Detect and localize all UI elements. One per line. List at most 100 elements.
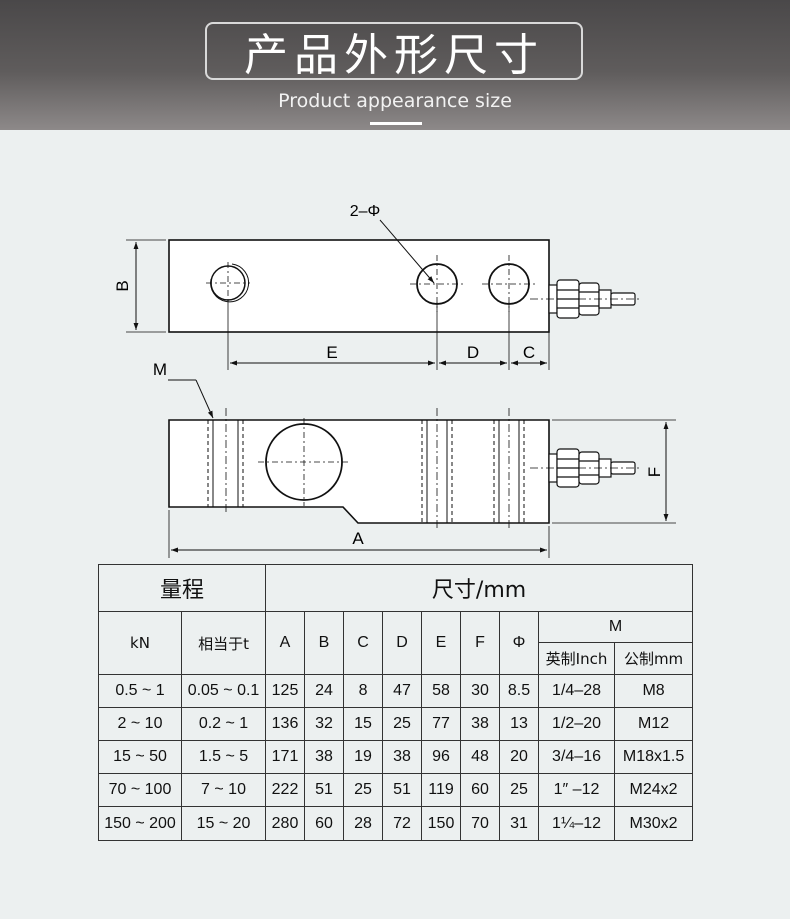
- side-large-hole: [258, 418, 350, 506]
- table-row: 0.5 ~ 1 0.05 ~ 0.1 125 24 8 47 58 30 8.5…: [98, 674, 694, 708]
- cell: 0.05 ~ 0.1: [180, 674, 267, 708]
- top-body: [168, 239, 550, 333]
- title-underline: [370, 122, 422, 125]
- cell: 60: [460, 773, 501, 807]
- cell: 31: [499, 806, 540, 841]
- cell: 119: [421, 773, 462, 807]
- cell: 51: [382, 773, 423, 807]
- cell: 150: [421, 806, 462, 841]
- top-view: 2–Φ B E D C: [113, 203, 642, 370]
- dims-header: 尺寸/mm: [265, 564, 694, 612]
- cell: 15 ~ 50: [98, 740, 182, 774]
- cell: 32: [304, 707, 345, 741]
- side-mount-hole-1: [421, 408, 453, 530]
- cell: 136: [265, 707, 306, 741]
- cell: 8: [343, 674, 384, 708]
- cell: 38: [304, 740, 345, 774]
- tonne-header: 相当于t: [180, 611, 267, 675]
- hole-leader: [379, 219, 435, 284]
- cell: 25: [499, 773, 540, 807]
- cell: 51: [304, 773, 345, 807]
- spec-table: 量程 尺寸/mm kN 相当于t A B C D E F Φ M 英制Inch …: [97, 564, 694, 841]
- table-header-row-2: kN 相当于t A B C D E F Φ M: [98, 611, 694, 675]
- cell: 0.5 ~ 1: [98, 674, 182, 708]
- dim-A-label: A: [352, 529, 364, 548]
- cell: 1/4–28: [538, 674, 616, 708]
- dim-D-label: D: [467, 343, 479, 362]
- cell: 24: [304, 674, 345, 708]
- metric-header: 公制mm: [614, 642, 694, 675]
- cell: 2 ~ 10: [98, 707, 182, 741]
- cell: 1¼–12: [538, 806, 616, 841]
- table-row: 70 ~ 100 7 ~ 10 222 51 25 51 119 60 25 1…: [98, 773, 694, 807]
- table-header-row-3: 英制Inch 公制mm: [99, 642, 694, 675]
- cell: 70 ~ 100: [98, 773, 182, 807]
- cell: M12: [614, 707, 694, 741]
- col-E-header: E: [421, 611, 462, 675]
- title-frame: 产品外形尺寸: [205, 22, 583, 81]
- hole-label: 2–Φ: [350, 203, 381, 220]
- dim-F-label: F: [645, 467, 664, 477]
- table-header-row-1: 量程 尺寸/mm: [97, 564, 694, 612]
- cell: 58: [421, 674, 462, 708]
- table-row: 150 ~ 200 15 ~ 20 280 60 28 72 150 70 31…: [98, 806, 694, 841]
- cell: M30x2: [614, 806, 694, 841]
- side-view: M F A: [153, 360, 676, 558]
- side-body: [168, 419, 550, 524]
- cell: 25: [382, 707, 423, 741]
- col-D-header: D: [382, 611, 423, 675]
- cell: 8.5: [499, 674, 540, 708]
- cell: 47: [382, 674, 423, 708]
- dim-B-label: B: [113, 280, 132, 291]
- page-subtitle: Product appearance size: [278, 90, 512, 112]
- col-C-header: C: [343, 611, 384, 675]
- table-row: 15 ~ 50 1.5 ~ 5 171 38 19 38 96 48 20 3/…: [98, 740, 694, 774]
- cell: 30: [460, 674, 501, 708]
- cell: 72: [382, 806, 423, 841]
- cell: 1.5 ~ 5: [180, 740, 267, 774]
- cell: 1″ –12: [538, 773, 616, 807]
- cell: 77: [421, 707, 462, 741]
- cell: M8: [614, 674, 694, 708]
- table-row: 2 ~ 10 0.2 ~ 1 136 32 15 25 77 38 13 1/2…: [98, 707, 694, 741]
- page-title: 产品外形尺寸: [244, 30, 544, 81]
- dim-C-label: C: [523, 343, 535, 362]
- cell: 70: [460, 806, 501, 841]
- cell: 280: [265, 806, 306, 841]
- cell: 150 ~ 200: [98, 806, 182, 841]
- cell: 20: [499, 740, 540, 774]
- header-banner: 产品外形尺寸 Product appearance size: [0, 0, 790, 130]
- cell: 171: [265, 740, 306, 774]
- cell: 38: [382, 740, 423, 774]
- col-B-header: B: [304, 611, 345, 675]
- col-M-header: M: [538, 611, 694, 643]
- col-phi-header: Φ: [499, 611, 540, 675]
- dimension-drawing: 2–Φ B E D C: [113, 203, 676, 558]
- cell: 15: [343, 707, 384, 741]
- cell: 48: [460, 740, 501, 774]
- cell: 38: [460, 707, 501, 741]
- cell: 96: [421, 740, 462, 774]
- cell: 3/4–16: [538, 740, 616, 774]
- cell: 28: [343, 806, 384, 841]
- range-header: 量程: [97, 564, 267, 612]
- kn-header: kN: [98, 611, 182, 675]
- side-mount-hole-2: [493, 408, 525, 530]
- cell: M24x2: [614, 773, 694, 807]
- cell: 7 ~ 10: [180, 773, 267, 807]
- inch-header: 英制Inch: [538, 642, 616, 675]
- dim-M-label: M: [153, 360, 167, 379]
- dim-E-label: E: [326, 343, 337, 362]
- cell: M18x1.5: [614, 740, 694, 774]
- col-F-header: F: [460, 611, 501, 675]
- cell: 19: [343, 740, 384, 774]
- cell: 15 ~ 20: [180, 806, 267, 841]
- side-thread-hole: [207, 408, 244, 512]
- cell: 125: [265, 674, 306, 708]
- cell: 13: [499, 707, 540, 741]
- cell: 60: [304, 806, 345, 841]
- cell: 1/2–20: [538, 707, 616, 741]
- cell: 0.2 ~ 1: [180, 707, 267, 741]
- cell: 25: [343, 773, 384, 807]
- cell: 222: [265, 773, 306, 807]
